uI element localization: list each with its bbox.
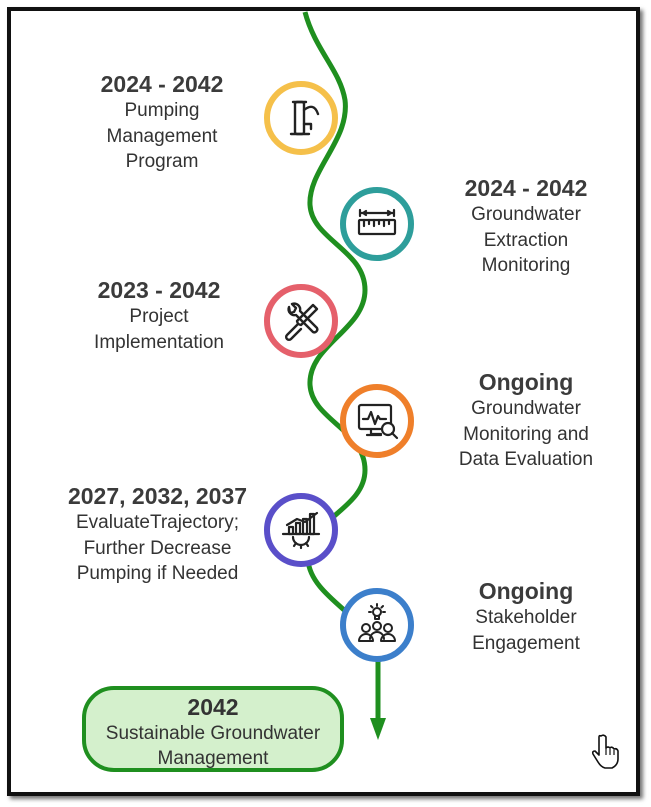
milestone-pumping-management: 2024 - 2042 Pumping Management Program xyxy=(72,71,252,175)
milestone-year: 2023 - 2042 xyxy=(97,277,221,303)
final-goal-year: 2042 xyxy=(187,694,239,720)
milestone-description: Stakeholder Engagement xyxy=(472,607,580,654)
timeline-arrowhead xyxy=(370,718,386,740)
milestone-description: Groundwater Monitoring and Data Evaluati… xyxy=(458,398,594,470)
milestone-description: Project Implementation xyxy=(94,306,224,353)
monitor-search-icon xyxy=(340,384,414,458)
milestone-description: Pumping Management Program xyxy=(106,100,218,172)
measuring-ruler-icon xyxy=(340,187,414,261)
growth-chart-icon xyxy=(264,493,338,567)
final-goal-text: Sustainable Groundwater Management xyxy=(105,723,321,769)
milestone-year: Ongoing xyxy=(478,369,574,395)
milestone-evaluate-trajectory: 2027, 2032, 2037 EvaluateTrajectory; Fur… xyxy=(55,483,260,587)
milestone-year: Ongoing xyxy=(478,578,574,604)
final-goal-box: 2042 Sustainable Groundwater Management xyxy=(82,686,344,772)
milestone-project-implementation: 2023 - 2042 Project Implementation xyxy=(66,277,252,355)
milestone-monitoring-evaluation: Ongoing Groundwater Monitoring and Data … xyxy=(436,369,616,473)
milestone-extraction-monitoring: 2024 - 2042 Groundwater Extraction Monit… xyxy=(436,175,616,279)
hand-pointer-icon xyxy=(591,734,619,769)
milestone-stakeholder-engagement: Ongoing Stakeholder Engagement xyxy=(436,578,616,656)
tools-icon xyxy=(264,284,338,358)
water-pump-icon xyxy=(264,81,338,155)
milestone-description: Groundwater Extraction Monitoring xyxy=(471,204,581,276)
stakeholder-group-icon xyxy=(340,588,414,662)
milestone-year: 2024 - 2042 xyxy=(464,175,588,201)
milestone-year: 2024 - 2042 xyxy=(100,71,224,97)
milestone-description: EvaluateTrajectory; Further Decrease Pum… xyxy=(76,512,239,584)
milestone-year: 2027, 2032, 2037 xyxy=(67,483,248,509)
